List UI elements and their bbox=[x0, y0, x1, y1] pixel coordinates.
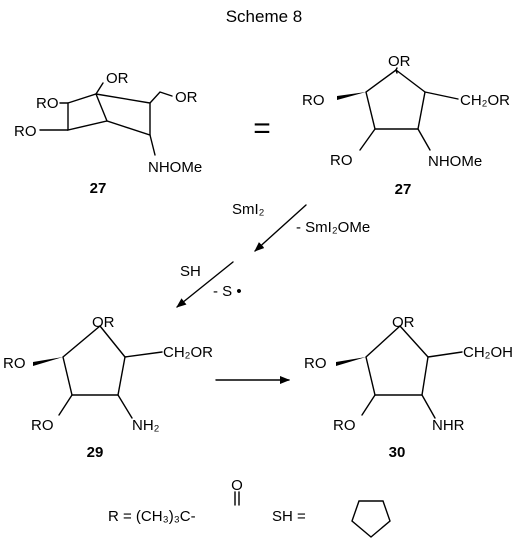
c29-ch2or: CH₂OR bbox=[163, 344, 213, 361]
compound-27-bicyclic: OR RO RO OR NHOMe 27 bbox=[14, 70, 202, 197]
c29-or-top: OR bbox=[92, 314, 115, 331]
c27a-ro-bottom: RO bbox=[14, 123, 37, 140]
c27b-ch2or: CH₂OR bbox=[460, 92, 510, 109]
c29-amine: NH₂ bbox=[132, 417, 160, 434]
c27a-nhome: NHOMe bbox=[148, 159, 202, 176]
c27b-or-top: OR bbox=[388, 53, 411, 70]
step1-arrow bbox=[254, 204, 307, 252]
c27a-ro-top: RO bbox=[36, 95, 59, 112]
sh-definition: SH = bbox=[272, 500, 391, 538]
c30-ro-left: RO bbox=[304, 355, 327, 372]
c27b-ro-bottom: RO bbox=[330, 152, 353, 169]
compound-29: OR RO CH₂OR RO NH₂ 29 bbox=[3, 314, 213, 461]
r-definition-text: R = (CH₃)₃C- bbox=[108, 508, 196, 525]
r-definition: R = (CH₃)₃C- O bbox=[108, 477, 243, 525]
c30-or-top: OR bbox=[392, 314, 415, 331]
equals-sign: = bbox=[253, 112, 271, 145]
c30-ch2oh: CH₂OH bbox=[463, 344, 513, 361]
compound-27-cyclopentane: OR RO CH₂OR RO NHOMe 27 bbox=[302, 53, 510, 198]
step2-reagent-top: SH bbox=[180, 263, 201, 280]
c30-nhr: NHR bbox=[432, 417, 465, 434]
c27a-ch2or: OR bbox=[175, 89, 198, 106]
c27b-nhome: NHOMe bbox=[428, 153, 482, 170]
step1-reagent-top: SmI₂ bbox=[232, 201, 265, 218]
step2-arrow bbox=[176, 261, 234, 308]
c29-ro-left: RO bbox=[3, 355, 26, 372]
c30-ro-bottom: RO bbox=[333, 417, 356, 434]
c27b-ro-left: RO bbox=[302, 92, 325, 109]
c27a-number: 27 bbox=[90, 180, 107, 197]
c30-number: 30 bbox=[389, 444, 406, 461]
step1-reagent-side: - SmI₂OMe bbox=[296, 219, 370, 236]
compound-30: OR RO CH₂OH RO NHR 30 bbox=[304, 314, 513, 461]
c29-number: 29 bbox=[87, 444, 104, 461]
c27a-or-top: OR bbox=[106, 70, 129, 87]
c29-ro-bottom: RO bbox=[31, 417, 54, 434]
thf-ring bbox=[351, 500, 391, 538]
sh-definition-text: SH = bbox=[272, 508, 306, 525]
scheme-title: Scheme 8 bbox=[226, 7, 303, 26]
c27b-number: 27 bbox=[395, 181, 412, 198]
carbonyl-oxygen: O bbox=[231, 477, 243, 494]
step2-reagent-side: - S • bbox=[213, 283, 242, 300]
